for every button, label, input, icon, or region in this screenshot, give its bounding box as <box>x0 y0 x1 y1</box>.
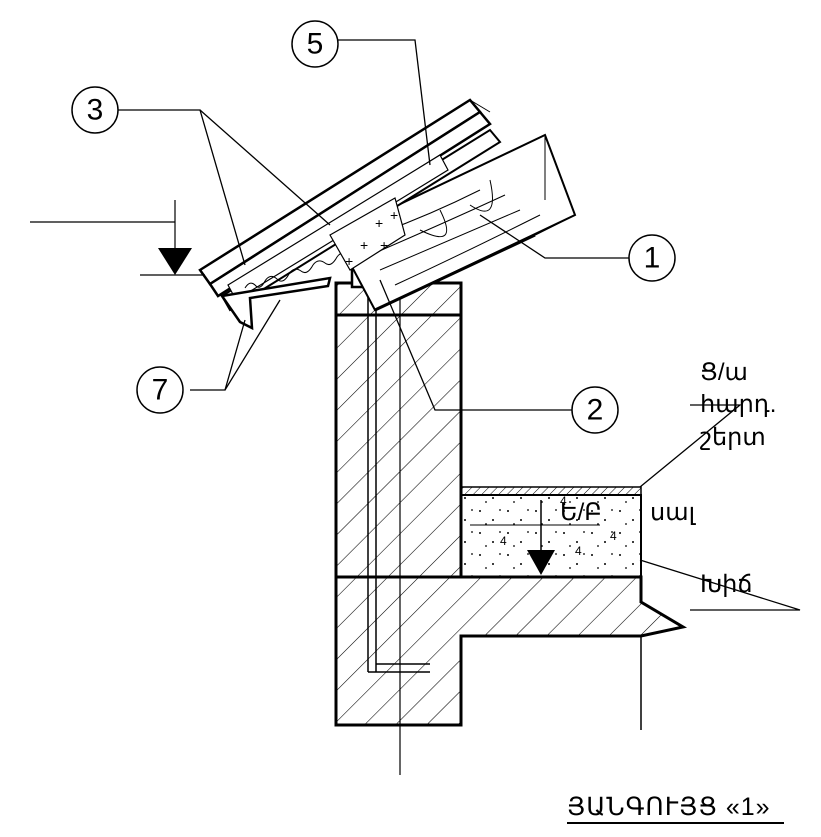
callout-5-label: 5 <box>307 28 324 61</box>
waterproof-label-line3: շերտ <box>700 424 766 451</box>
svg-text:+: + <box>345 253 353 269</box>
waterproof-label-line2: հարդ. <box>700 391 776 418</box>
svg-text:+: + <box>375 215 383 231</box>
svg-text:+: + <box>390 207 398 223</box>
concrete-material-label: Ե/Բ <box>560 499 602 526</box>
concrete-slab-label: սալ <box>650 499 697 526</box>
ground-label: Խիճ <box>700 571 752 598</box>
callout-3: 3 <box>71 86 119 134</box>
concrete-slab: 4 4 4 4 <box>460 486 642 578</box>
drawing-title: ՅԱՆԳՈՒՅՑ «1» <box>567 793 771 821</box>
callout-2: 2 <box>571 386 619 434</box>
svg-text:+: + <box>360 237 368 253</box>
callout-7-label: 7 <box>152 374 169 407</box>
roof-level-marker <box>30 200 205 276</box>
callout-7: 7 <box>136 366 184 414</box>
callout-1-label: 1 <box>644 242 661 275</box>
callout-5: 5 <box>291 20 339 68</box>
callout-2-label: 2 <box>587 394 604 427</box>
svg-text:4: 4 <box>560 494 567 508</box>
svg-text:4: 4 <box>610 529 617 543</box>
svg-text:4: 4 <box>500 534 507 548</box>
callout-3-label: 3 <box>87 94 104 127</box>
callout-1: 1 <box>628 234 676 282</box>
svg-text:4: 4 <box>575 544 582 558</box>
leader-lines <box>112 39 801 611</box>
svg-text:+: + <box>380 237 388 253</box>
slab-level-marker <box>470 500 600 575</box>
roof-assembly: + + + + + <box>198 98 577 331</box>
waterproof-label-line1: Ց/ա <box>700 359 748 386</box>
